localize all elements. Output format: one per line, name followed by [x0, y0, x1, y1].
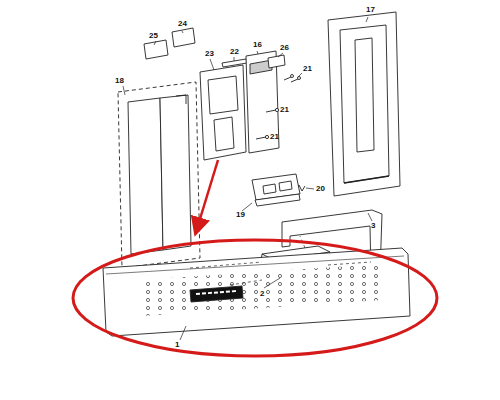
control-panel	[103, 248, 410, 336]
callout-number: 24	[178, 20, 187, 28]
callout-number: 26	[280, 44, 289, 52]
callout-number: 21	[280, 106, 289, 114]
callout-number: 3	[371, 222, 375, 230]
door-frame	[328, 12, 400, 196]
callout-number: 20	[316, 185, 325, 193]
callout-number: 2	[260, 290, 264, 298]
callout-number: 18	[115, 77, 124, 85]
callout-number: 21	[303, 65, 312, 73]
highlight-ellipse	[73, 240, 437, 356]
bar	[222, 59, 247, 67]
trim-tab	[144, 40, 168, 59]
switch	[268, 55, 285, 68]
screw	[256, 75, 301, 140]
callout-number: 25	[149, 32, 158, 40]
display	[190, 286, 243, 302]
callout-number: 22	[230, 48, 239, 56]
callout-number: 21	[270, 133, 279, 141]
callout-number: 1	[175, 341, 179, 349]
panel-group	[118, 82, 200, 268]
callout-number: 16	[253, 41, 262, 49]
callout-number: 19	[236, 211, 245, 219]
side-panel	[128, 98, 163, 254]
callout-number: 23	[205, 50, 214, 58]
highlight-arrow	[196, 160, 218, 232]
control-frame	[200, 65, 246, 160]
trim-tab	[172, 28, 195, 47]
side-panel	[160, 95, 191, 250]
callout-number: 17	[366, 6, 375, 14]
